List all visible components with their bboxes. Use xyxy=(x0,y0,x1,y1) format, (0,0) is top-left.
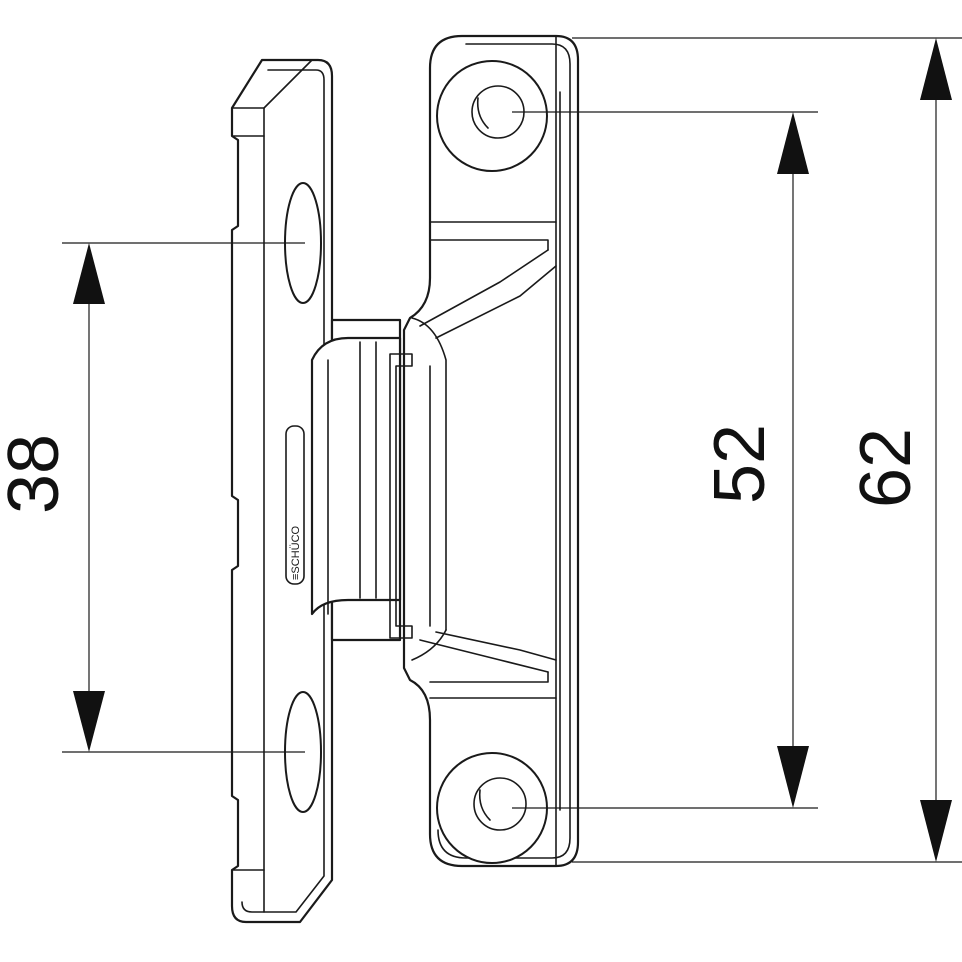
dimension-62-label: 62 xyxy=(846,428,926,508)
engraved-brand-text: ≡SCHÜCO xyxy=(290,525,302,580)
dimension-52-label: 52 xyxy=(700,424,780,504)
dimension-38-arrow-bottom xyxy=(73,691,105,752)
dimension-38: 38 xyxy=(0,242,305,753)
dimension-62-arrow-top xyxy=(920,38,952,100)
dimension-52-arrow-bottom xyxy=(777,746,809,808)
dimension-52: 52 xyxy=(512,111,818,809)
connecting-shaft xyxy=(310,318,402,642)
bracket-top-hole-outer xyxy=(436,60,548,172)
dimension-62: 62 xyxy=(572,37,962,863)
dimension-62-arrow-bottom xyxy=(920,800,952,862)
dimension-38-arrow-top xyxy=(73,243,105,304)
dimension-52-arrow-top xyxy=(777,112,809,174)
bracket-body xyxy=(389,34,580,868)
dimension-38-label: 38 xyxy=(0,434,74,514)
